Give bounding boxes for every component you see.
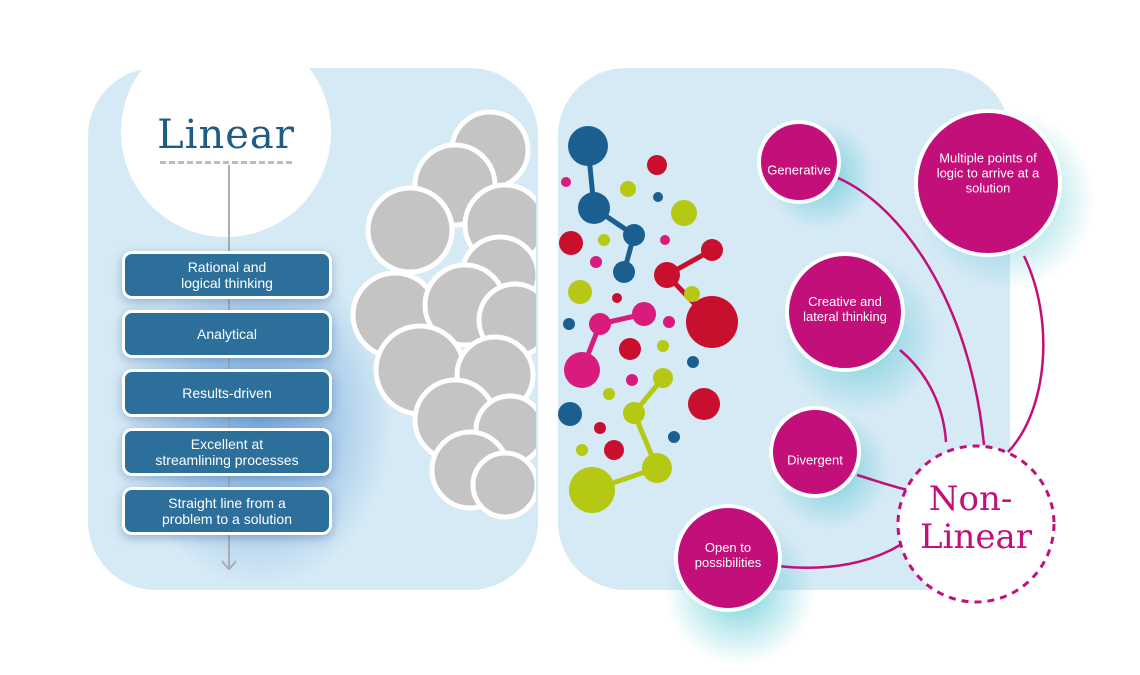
molecule-dot (620, 181, 636, 197)
molecule-dot (594, 422, 606, 434)
nonlinear-title: Non- Linear (920, 479, 1033, 557)
linear-item-label: Excellent at streamlining processes (155, 436, 299, 468)
linear-item-straight-line: Straight line from a problem to a soluti… (122, 487, 332, 535)
bubble-divergent: Divergent (769, 406, 861, 498)
molecule-dot (568, 126, 608, 166)
molecule-dot (578, 192, 610, 224)
connector-lines (777, 176, 1045, 569)
bubble-label-line: Creative and (808, 294, 882, 309)
bubble-generative-label: Generative (767, 163, 831, 178)
molecule-dot (687, 356, 699, 368)
molecule-dot (568, 280, 592, 304)
molecule-dot (613, 261, 635, 283)
molecule-dot (590, 256, 602, 268)
linear-item-label: Rational and logical thinking (181, 259, 273, 291)
molecule-dot (626, 374, 638, 386)
molecule-dot (619, 338, 641, 360)
linear-item-results: Results-driven (122, 369, 332, 417)
nonlinear-title-line: Linear (920, 517, 1033, 557)
bubble-label-line: solution (966, 181, 1011, 196)
molecule-dot (589, 313, 611, 335)
molecule-dot (671, 200, 697, 226)
linear-item-rational: Rational and logical thinking (122, 251, 332, 299)
bubble-label-line: Divergent (787, 453, 843, 468)
bubble-generative: Generative (757, 120, 841, 204)
molecule-dot (642, 453, 672, 483)
molecule-dot (623, 402, 645, 424)
nonlinear-title-line: Non- (929, 479, 1013, 519)
bubble-divergent-label: Divergent (787, 453, 843, 468)
molecule-dot (576, 444, 588, 456)
molecule-dot (604, 440, 624, 460)
bubble-label-line: Multiple points of (939, 151, 1037, 166)
molecule-dot (558, 402, 582, 426)
molecule-dot (623, 224, 645, 246)
molecule-dot (668, 431, 680, 443)
molecule-dot (647, 155, 667, 175)
nonlinear-title-circle (896, 444, 1056, 604)
linear-title-underline (160, 161, 292, 164)
bubble-label-line: Generative (767, 163, 831, 178)
molecule-dot (657, 340, 669, 352)
molecule-dot (701, 239, 723, 261)
molecule-dot (563, 318, 575, 330)
molecule-dot (564, 352, 600, 388)
bubble-label-line: logic to arrive at a (937, 166, 1040, 181)
molecule-dot (653, 192, 663, 202)
bubble-label-line: Open to (705, 540, 751, 555)
molecule-dot (559, 231, 583, 255)
bubble-label-line: possibilities (695, 555, 762, 570)
molecule-dot (654, 262, 680, 288)
molecule-dot (688, 388, 720, 420)
linear-item-analytical: Analytical (122, 310, 332, 358)
linear-item-label: Analytical (197, 326, 257, 342)
bubble-label-line: lateral thinking (803, 309, 887, 324)
linear-title-circle (121, 27, 331, 237)
molecule-dot (653, 368, 673, 388)
molecule-dot (569, 467, 615, 513)
molecule-dot (660, 235, 670, 245)
linear-item-label: Straight line from a problem to a soluti… (162, 495, 292, 527)
molecule-dot (684, 286, 700, 302)
linear-item-streamlining: Excellent at streamlining processes (122, 428, 332, 476)
linear-item-label: Results-driven (182, 385, 272, 401)
molecule-dot (663, 316, 675, 328)
molecule-dot (686, 296, 738, 348)
molecule-dot (632, 302, 656, 326)
linear-title: Linear (157, 112, 295, 158)
molecule-dot (561, 177, 571, 187)
molecule-dot (612, 293, 622, 303)
molecule-dot (603, 388, 615, 400)
molecule-dot (598, 234, 610, 246)
